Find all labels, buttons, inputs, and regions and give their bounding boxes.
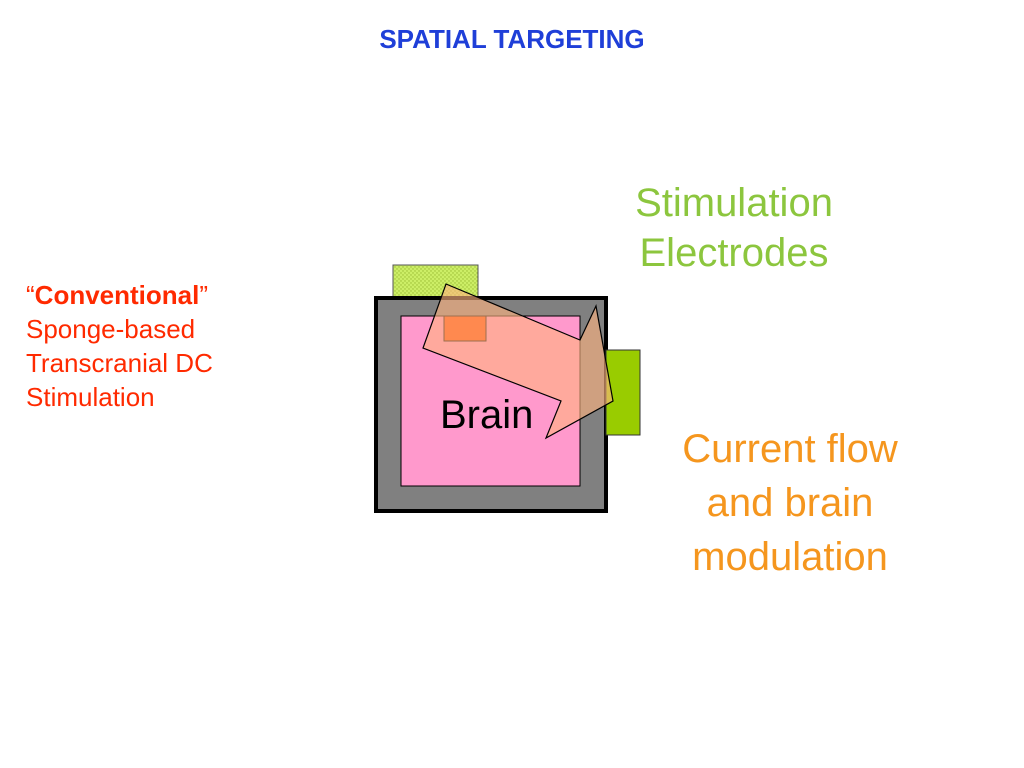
current-label-line1: Current flow — [682, 427, 898, 471]
current-label-line2: and brain — [706, 481, 874, 525]
open-quote: “ — [26, 280, 35, 310]
electrodes-label-line2: Electrodes — [639, 231, 829, 275]
stimulation-line: Stimulation — [26, 382, 155, 412]
conventional-word: Conventional — [34, 280, 200, 310]
conventional-line: “Conventional” — [26, 278, 213, 312]
electrodes-label-line1: Stimulation — [635, 181, 833, 225]
stimulation-electrodes-label: Stimulation Electrodes — [594, 178, 874, 278]
close-quote: ” — [199, 280, 209, 310]
transcranial-dc-line: Transcranial DC — [26, 348, 213, 378]
conventional-description: “Conventional” Sponge-based Transcranial… — [26, 278, 213, 414]
current-flow-label: Current flow and brain modulation — [640, 422, 940, 584]
sponge-based-line: Sponge-based — [26, 314, 196, 344]
current-flow-arrow — [422, 283, 614, 440]
slide-title: SPATIAL TARGETING — [379, 24, 645, 54]
current-label-line3: modulation — [692, 535, 888, 579]
brain-label: Brain — [440, 393, 534, 437]
